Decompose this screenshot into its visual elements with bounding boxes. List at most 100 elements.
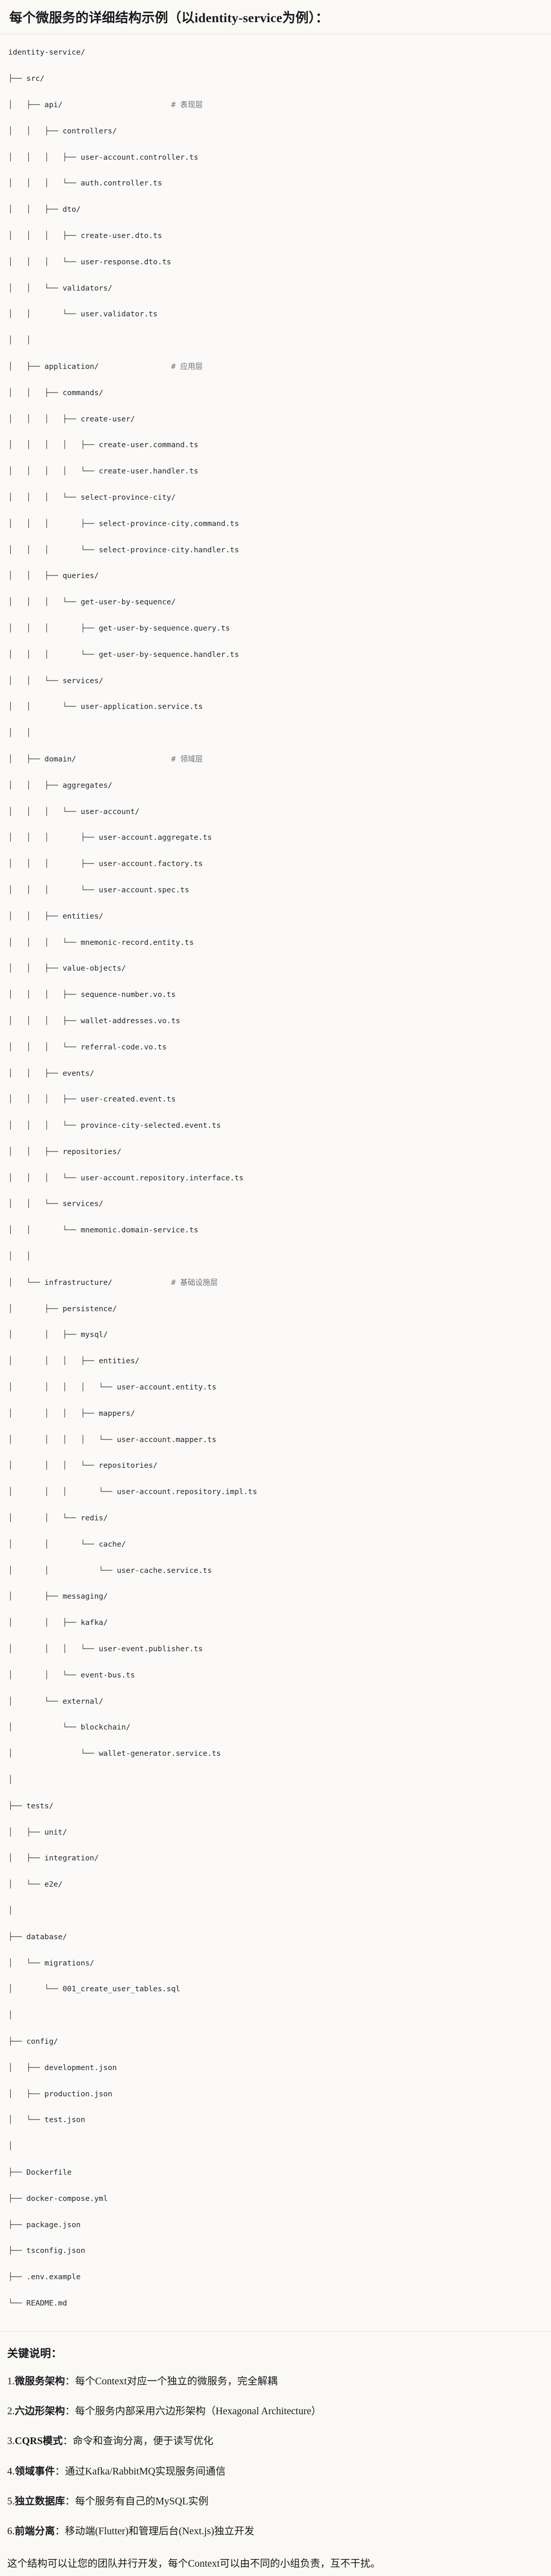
tree-branch-glyph: ├── — [8, 1801, 27, 1810]
tree-node-label: Dockerfile — [26, 2167, 72, 2177]
tree-branch-glyph: │ │ └── — [8, 702, 81, 711]
tree-row: │ │ │ └── province-city-selected.event.t… — [8, 1119, 543, 1132]
key-point-description: 每个Context对应一个独立的微服务，完全解耦 — [75, 2376, 278, 2387]
tree-branch-glyph: │ │ ├── — [8, 1147, 63, 1156]
tree-row: ├── package.json — [8, 2218, 543, 2231]
tree-node-label: integration/ — [44, 1854, 99, 1863]
tree-row: │ ├── application/ # 应用层 — [8, 360, 543, 373]
tree-branch-glyph: │ │ │ └── — [8, 1042, 81, 1052]
tree-node-label: queries/ — [62, 571, 99, 581]
tree-node-label: messaging/ — [62, 1592, 108, 1601]
tree-branch-glyph: │ ├── — [8, 1827, 45, 1837]
tree-node-label: database/ — [26, 1932, 67, 1941]
tree-node-label: blockchain/ — [80, 1723, 131, 1732]
tree-node-label: services/ — [62, 1199, 104, 1209]
tree-branch-glyph: │ │ ├── — [8, 964, 63, 973]
tree-node-label: migrations/ — [44, 1958, 94, 1968]
tree-node-label: get-user-by-sequence.query.ts — [98, 623, 230, 633]
tree-row: │ — [8, 2009, 543, 2022]
tree-node-label: user-cache.service.ts — [116, 1566, 212, 1575]
tree-node-label: referral-code.vo.ts — [80, 1042, 167, 1052]
tree-row: │ └── test.json — [8, 2113, 543, 2126]
tree-branch-glyph: ├── — [8, 2246, 27, 2256]
tree-branch-glyph: │ │ └── — [8, 1226, 81, 1235]
directory-tree-block: identity-service/ ├── src/ │ ├── api/ # … — [0, 35, 551, 2332]
tree-row: │ │ │ └── get-user-by-sequence.handler.t… — [8, 648, 543, 661]
tree-branch-glyph: │ │ ├── — [8, 781, 63, 790]
tree-node-label: repositories/ — [62, 1147, 122, 1156]
tree-branch-glyph: │ │ │ └── — [8, 1461, 99, 1470]
tree-branch-glyph: │ │ │ └── — [8, 545, 99, 554]
tree-row: │ │ — [8, 334, 543, 347]
tree-branch-glyph: │ │ └── — [8, 1199, 63, 1209]
tree-node-label: event-bus.ts — [80, 1670, 135, 1680]
tree-branch-glyph: ├── — [8, 2220, 27, 2229]
tree-node-label: .env.example — [26, 2273, 81, 2282]
tree-branch-glyph: │ └── — [8, 1697, 63, 1706]
tree-row: │ │ │ ├── user-account.controller.ts — [8, 151, 543, 164]
tree-branch-glyph: │ │ │ └── — [8, 598, 81, 607]
tree-row: ├── database/ — [8, 1930, 543, 1943]
tree-branch-glyph: │ ├── — [8, 2063, 45, 2072]
tree-node-label: controllers/ — [62, 126, 117, 135]
key-point-term: 领域事件 — [14, 2466, 55, 2477]
tree-node-label: package.json — [26, 2220, 81, 2229]
tree-node-label: identity-service/ — [8, 48, 85, 57]
key-point-term: 前端分离 — [14, 2526, 55, 2537]
tree-node-label: select-province-city/ — [80, 493, 176, 502]
tree-branch-glyph: │ │ └── — [8, 310, 81, 319]
tree-branch-glyph: │ └── — [8, 1723, 81, 1732]
tree-branch-glyph: ├── — [8, 2167, 27, 2177]
tree-row: │ │ ├── kafka/ — [8, 1616, 543, 1629]
tree-row: ├── docker-compose.yml — [8, 2192, 543, 2205]
tree-branch-glyph: │ │ │ └── — [8, 179, 81, 188]
tree-node-label: cache/ — [98, 1539, 126, 1549]
closing-paragraph: 这个结构可以让您的团队并行开发，每个Context可以由不同的小组负责，互不干扰… — [7, 2558, 381, 2570]
tree-branch-glyph: │ │ │ └── — [8, 938, 81, 947]
key-point-item: 1.微服务架构：每个Context对应一个独立的微服务，完全解耦 — [7, 2374, 544, 2389]
tree-branch-glyph: │ — [8, 1906, 13, 1915]
tree-node-comment: # 基础设施层 — [112, 1278, 218, 1287]
key-points-title: 关键说明： — [7, 2347, 62, 2360]
tree-node-label: user-created.event.ts — [80, 1095, 176, 1104]
tree-node-label: select-province-city.command.ts — [98, 519, 239, 528]
tree-branch-glyph: │ — [8, 1775, 13, 1785]
tree-branch-glyph: │ ├── — [8, 1304, 63, 1313]
tree-branch-glyph: │ │ │ └── — [8, 650, 99, 659]
tree-branch-glyph: │ │ │ │ ├── — [8, 440, 99, 450]
tree-row: │ │ ├── events/ — [8, 1067, 543, 1080]
tree-node-label: user-account.repository.impl.ts — [116, 1487, 257, 1497]
tree-branch-glyph: │ │ │ └── — [8, 1173, 81, 1182]
tree-node-label: dto/ — [62, 205, 81, 214]
tree-row: │ │ │ ├── wallet-addresses.vo.ts — [8, 1014, 543, 1027]
tree-node-label: services/ — [62, 676, 104, 685]
tree-row: │ │ │ └── repositories/ — [8, 1459, 543, 1472]
tree-branch-glyph: │ │ — [8, 336, 31, 345]
tree-row: │ │ ├── controllers/ — [8, 125, 543, 138]
tree-branch-glyph: │ │ │ ├── — [8, 1016, 81, 1025]
tree-row: │ ├── domain/ # 领域层 — [8, 753, 543, 766]
tree-branch-glyph: │ ├── — [8, 2089, 45, 2098]
key-point-item: 4.领域事件：通过Kafka/RabbitMQ实现服务间通信 — [7, 2464, 544, 2479]
tree-row: │ │ │ ├── user-account.aggregate.ts — [8, 831, 543, 844]
key-point-number: 6. — [7, 2526, 15, 2537]
tree-branch-glyph: │ └── — [8, 1958, 45, 1968]
key-point-term: 微服务架构 — [14, 2376, 65, 2387]
key-point-term: CQRS模式 — [14, 2436, 63, 2447]
page-title: 每个微服务的详细结构示例（以identity-service为例）： — [9, 10, 329, 25]
tree-row: │ ├── unit/ — [8, 1826, 543, 1839]
tree-node-label: user-account.factory.ts — [98, 859, 203, 869]
tree-node-label: auth.controller.ts — [80, 179, 162, 188]
tree-branch-glyph: │ └── — [8, 1880, 45, 1889]
tree-node-label: mnemonic-record.entity.ts — [80, 938, 194, 947]
tree-node-label: api/ — [44, 100, 63, 110]
tree-row: ├── config/ — [8, 2035, 543, 2048]
tree-node-label: wallet-addresses.vo.ts — [80, 1016, 180, 1025]
key-point-separator: ： — [62, 2436, 73, 2447]
tree-branch-glyph: │ │ └── — [8, 1539, 99, 1549]
tree-node-label: province-city-selected.event.ts — [80, 1121, 221, 1130]
key-point-description: 移动端(Flutter)和管理后台(Next.js)独立开发 — [65, 2526, 254, 2537]
tree-node-label: docker-compose.yml — [26, 2194, 108, 2203]
tree-row: │ │ ├── commands/ — [8, 386, 543, 399]
